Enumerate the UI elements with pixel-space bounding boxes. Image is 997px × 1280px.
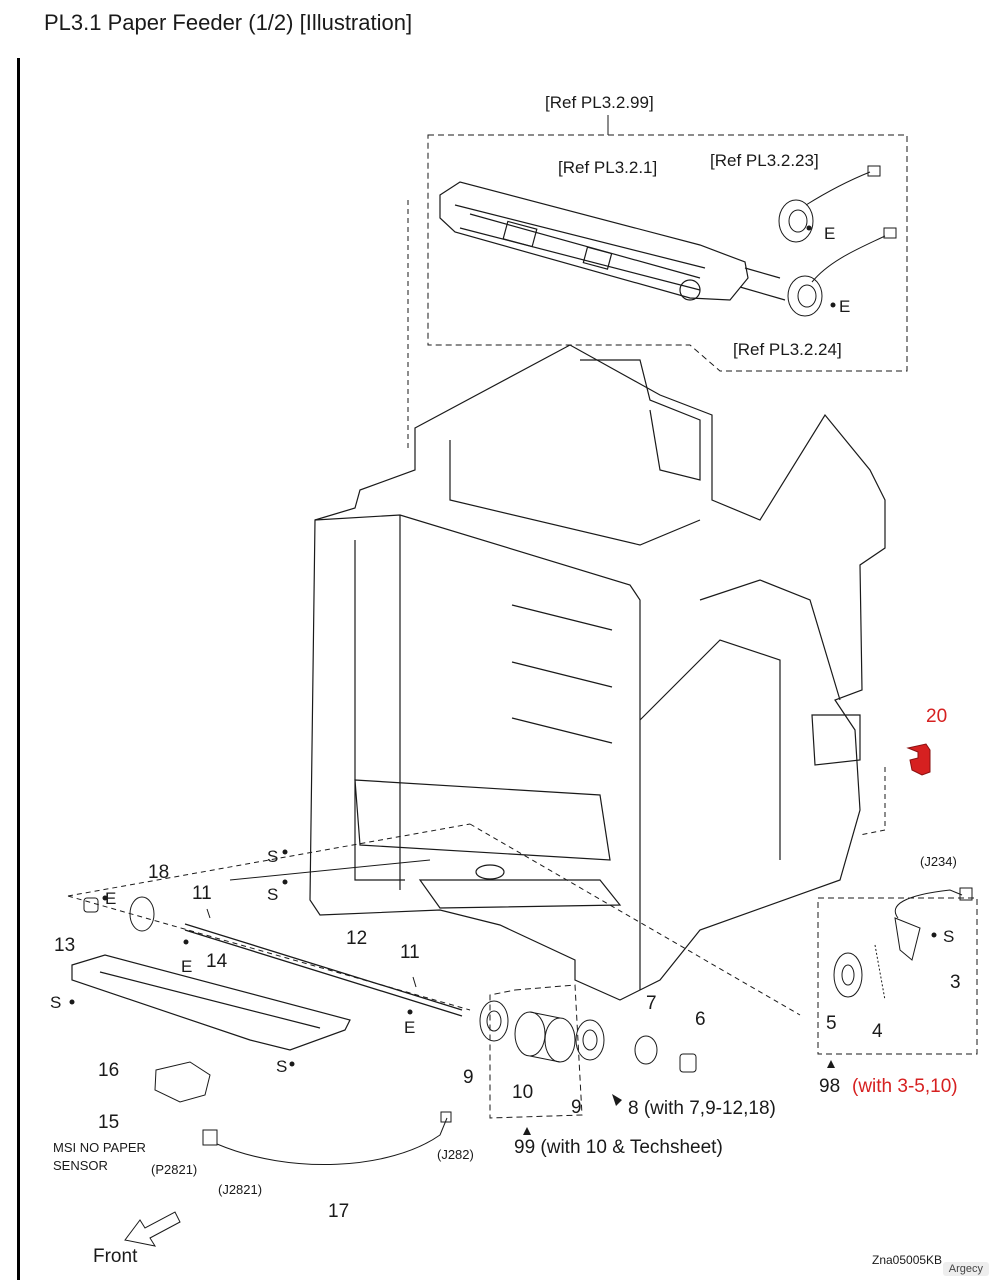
main-frame	[309, 344, 886, 1001]
leader-line	[229, 859, 431, 881]
part-number-3: 3	[950, 972, 961, 993]
connector-label: (J282)	[437, 1147, 474, 1162]
part-number-6: 6	[695, 1009, 706, 1030]
s-marker: S	[267, 885, 278, 904]
part-number-14: 14	[206, 951, 228, 972]
part-number-15: 15	[98, 1112, 119, 1133]
sensor-3	[894, 917, 921, 961]
part-number-20: 20	[926, 706, 947, 727]
gear-5	[833, 952, 863, 998]
part-number-9: 9	[463, 1067, 474, 1088]
marker-dots	[69, 225, 937, 1067]
kit-98-number: 98	[819, 1076, 840, 1097]
harness-17	[216, 1117, 448, 1166]
connector-label: (J234)	[920, 854, 957, 869]
part-number-10: 10	[512, 1082, 533, 1103]
page-margin-rule	[17, 58, 20, 1280]
kit-8-label: 8 (with 7,9-12,18)	[628, 1098, 776, 1119]
kit-99-label: 99 (with 10 & Techsheet)	[514, 1137, 723, 1158]
part-number-12: 12	[346, 928, 367, 949]
e-marker: E	[839, 297, 850, 316]
part-number-5: 5	[826, 1013, 837, 1034]
bushing-6	[679, 1053, 697, 1073]
part-number-4: 4	[872, 1021, 883, 1042]
part-number-9: 9	[571, 1097, 582, 1118]
kit-98-note: (with 3-5,10)	[852, 1076, 958, 1097]
connector-label: (P2821)	[151, 1162, 197, 1177]
ref-label-99: [Ref PL3.2.99]	[545, 93, 654, 112]
part-20-bracket	[906, 743, 931, 776]
kit-8-pointer-icon	[612, 1094, 622, 1106]
kit-99-pointer-icon	[523, 1127, 531, 1135]
sensor-15	[202, 1129, 218, 1146]
part-number-13: 13	[54, 935, 75, 956]
document-id: Zna05005KB	[872, 1253, 943, 1267]
holder-16	[154, 1061, 211, 1103]
spring-4	[874, 944, 886, 1001]
chute-14	[71, 954, 351, 1051]
connector-label: (J2821)	[218, 1182, 262, 1197]
pin-11a	[206, 908, 211, 919]
s-marker: S	[267, 847, 278, 866]
watermark: Argecy	[942, 1262, 989, 1276]
part-number-11: 11	[192, 883, 212, 904]
s-marker: S	[50, 993, 61, 1012]
s-marker: S	[943, 927, 954, 946]
connector-j234	[959, 887, 973, 901]
roll-9b	[575, 1019, 605, 1061]
ref-label-1: [Ref PL3.2.1]	[558, 158, 657, 177]
clutch-23	[778, 165, 881, 243]
roll-10	[514, 1011, 576, 1063]
ring-7	[634, 1035, 658, 1065]
ref-group-box	[427, 134, 908, 372]
sensor-caption-line1: MSI NO PAPER	[53, 1140, 146, 1155]
ref-label-23: [Ref PL3.2.23]	[710, 151, 819, 170]
gear-18	[129, 896, 155, 932]
page-title: PL3.1 Paper Feeder (1/2) [Illustration]	[44, 10, 413, 35]
kit-99-box	[489, 984, 583, 1119]
ref-label-24: [Ref PL3.2.24]	[733, 340, 842, 359]
shaft-12	[184, 923, 463, 1017]
roll-9a	[479, 1000, 509, 1042]
connector-j282	[440, 1111, 452, 1123]
part-number-18: 18	[148, 862, 169, 883]
e-marker: E	[105, 889, 116, 908]
pin-11b	[412, 976, 417, 988]
harness-3	[894, 889, 963, 919]
front-label: Front	[93, 1246, 138, 1267]
e-marker: E	[404, 1018, 415, 1037]
part-number-11: 11	[400, 942, 420, 963]
part-number-16: 16	[98, 1060, 119, 1081]
e-marker: E	[824, 224, 835, 243]
e-marker: E	[181, 957, 192, 976]
bushing-13	[83, 897, 99, 913]
s-marker: S	[276, 1057, 287, 1076]
part-number-17: 17	[328, 1201, 349, 1222]
leader-lines	[67, 200, 886, 1016]
sensor-caption-line2: SENSOR	[53, 1158, 108, 1173]
kit-98-pointer-icon	[827, 1060, 835, 1068]
part-number-7: 7	[646, 993, 657, 1014]
feed-roll-assembly	[439, 181, 786, 301]
kit-98-box	[817, 897, 978, 1055]
clutch-24	[787, 227, 897, 317]
front-arrow	[124, 1211, 181, 1247]
